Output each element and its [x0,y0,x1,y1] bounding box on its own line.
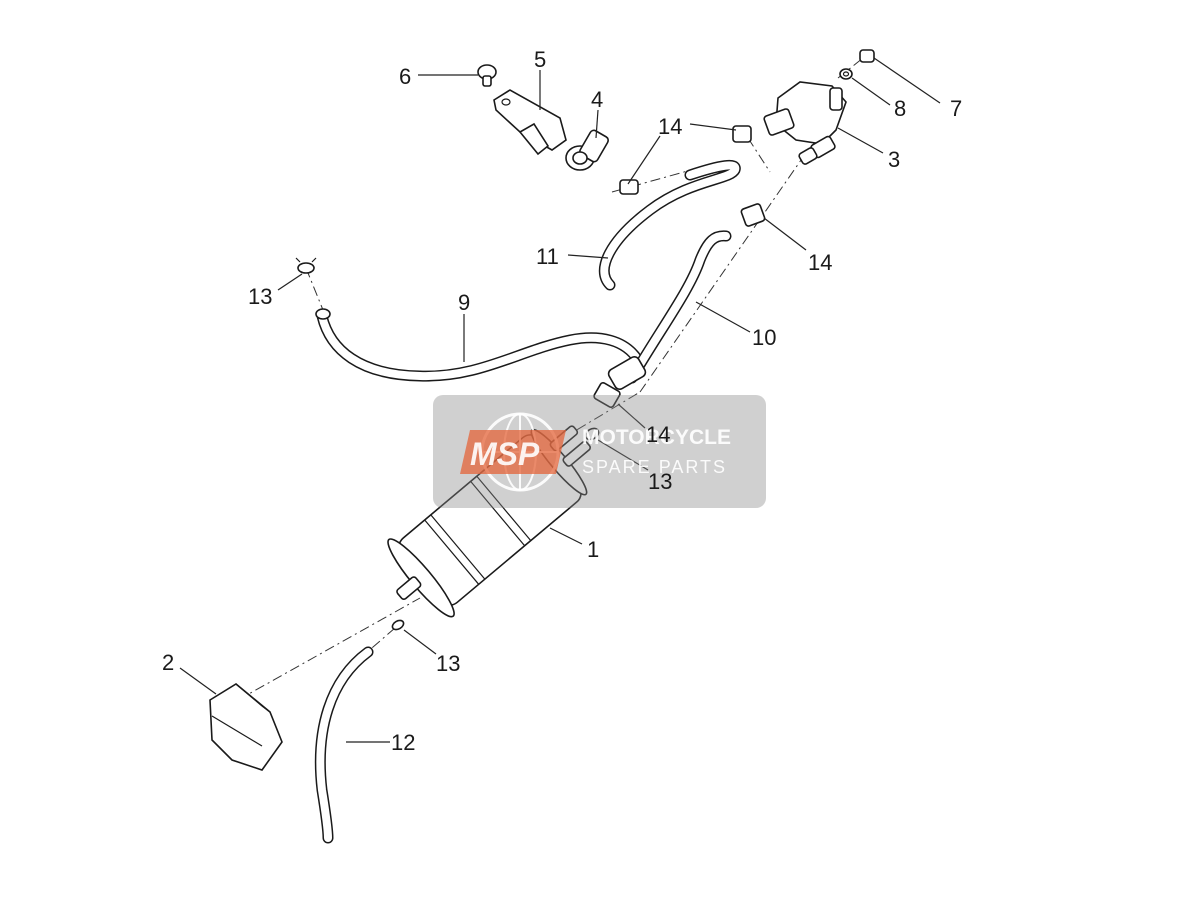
callout-8: 8 [894,96,906,121]
watermark-line2: SPARE PARTS [582,457,727,477]
part-13-clip-bottom [391,619,405,631]
part-6-screw [477,64,497,87]
watermark-line1: MOTORCYCLE [582,426,731,449]
callout-4: 4 [591,87,603,112]
part-12-drain-hose [314,646,374,844]
part-14-clamp-b [619,179,639,195]
part-11-hose [598,159,741,291]
part-8-washer [839,68,853,80]
callout-2: 2 [162,650,174,675]
callout-14-middle: 14 [646,422,670,447]
part-4-grommet [565,129,609,171]
watermark: MSP MOTORCYCLE SPARE PARTS [433,395,766,508]
part-14-clamp-d [593,382,621,408]
part-13-clip-middle [584,427,600,441]
callout-10: 10 [752,325,776,350]
callout-13-bottom: 13 [436,651,460,676]
part-1-canister [387,425,591,618]
leader-lines [179,57,941,743]
watermark-logo-text: MSP [470,436,540,472]
assembly-axis-lines [237,53,869,701]
callout-6: 6 [399,64,411,89]
part-3-valve [763,81,847,165]
callout-14-right: 14 [808,250,832,275]
part-9-vent-hose [315,308,644,382]
part-10-hose [607,230,732,390]
part-5-bracket [493,89,567,156]
part-2-clamp [209,683,283,771]
callout-13-middle: 13 [648,469,672,494]
callout-1: 1 [587,537,599,562]
part-14-clamp-a [732,125,752,143]
callout-12: 12 [391,730,415,755]
callout-9: 9 [458,290,470,315]
callout-3: 3 [888,147,900,172]
callout-13-top: 13 [248,284,272,309]
part-14-clamp-c [740,203,766,227]
callout-labels: 1 2 3 4 5 6 7 8 9 10 11 12 13 13 13 14 1… [162,47,962,755]
part-13-clip-top [295,257,317,274]
part-7-cap [859,49,875,63]
callout-5: 5 [534,47,546,72]
callout-7: 7 [950,96,962,121]
callout-14-top: 14 [658,114,682,139]
callout-11: 11 [536,244,559,269]
